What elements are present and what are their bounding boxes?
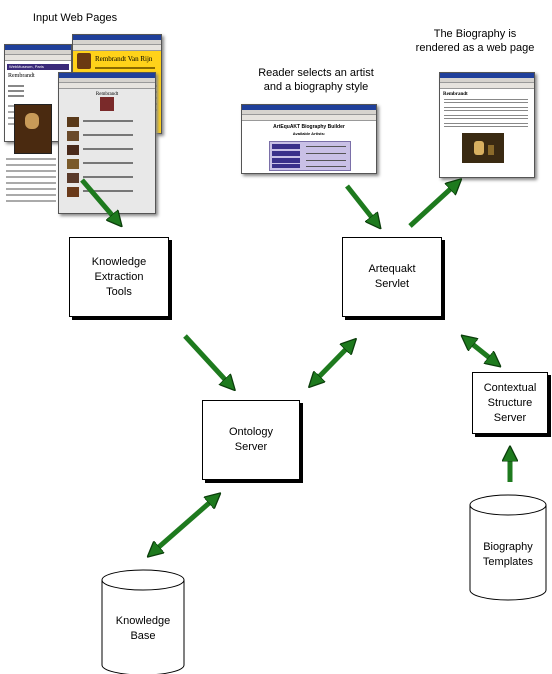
arrow-input-to-extraction xyxy=(80,178,118,222)
input-page-1-banner: WebMuseum, Paris xyxy=(7,64,69,70)
input-web-pages-label: Input Web Pages xyxy=(32,12,118,24)
input-page-3-title: Rembrandt xyxy=(95,92,119,97)
biography-templates-label: Biography Templates xyxy=(482,541,534,568)
biography-rendered-label: The Biography is rendered as a web page xyxy=(415,28,535,54)
ontology-server-label: Ontology Server xyxy=(228,426,274,453)
builder-subtitle: Available Artists: xyxy=(292,131,326,136)
night-watch-painting xyxy=(462,133,504,163)
knowledge-extraction-tools-label: Knowledge Extraction Tools xyxy=(91,255,147,298)
biography-output-screenshot: Rembrandt xyxy=(439,72,535,178)
builder-title: ArtEquAKT Biography Builder xyxy=(273,124,345,130)
input-page-1-heading: Rembrandt xyxy=(8,73,35,79)
reader-selects-label: Reader selects an artist and a biography… xyxy=(258,67,374,93)
knowledge-base-cylinder xyxy=(101,569,185,674)
output-heading: Rembrandt xyxy=(443,92,468,97)
arrow-servlet-contextual xyxy=(466,339,496,363)
artequakt-servlet-label: Artequakt Servlet xyxy=(368,263,416,290)
artequakt-servlet-box: Artequakt Servlet xyxy=(342,237,442,317)
ontology-server-box: Ontology Server xyxy=(202,400,300,480)
input-page-painting xyxy=(14,104,52,154)
input-page-screenshot-3: Rembrandt xyxy=(58,72,156,214)
contextual-structure-server-box: Contextual Structure Server xyxy=(472,372,548,434)
arrow-servlet-to-output xyxy=(408,183,457,228)
knowledge-base-label: Knowledge Base xyxy=(115,615,171,642)
knowledge-extraction-tools-box: Knowledge Extraction Tools xyxy=(69,237,169,317)
biography-builder-screenshot: ArtEquAKT Biography Builder Available Ar… xyxy=(241,104,377,174)
input-page-2-title: Rembrandt Van Rijn xyxy=(95,55,153,63)
builder-artist-table xyxy=(269,141,351,171)
arrow-ontology-servlet xyxy=(313,343,352,383)
arrow-builder-to-servlet xyxy=(345,184,377,224)
biography-templates-cylinder xyxy=(469,494,547,601)
contextual-structure-server-label: Contextual Structure Server xyxy=(483,381,537,424)
arrow-ontology-knowledgebase xyxy=(152,497,216,553)
arrow-extraction-to-ontology xyxy=(183,334,231,386)
